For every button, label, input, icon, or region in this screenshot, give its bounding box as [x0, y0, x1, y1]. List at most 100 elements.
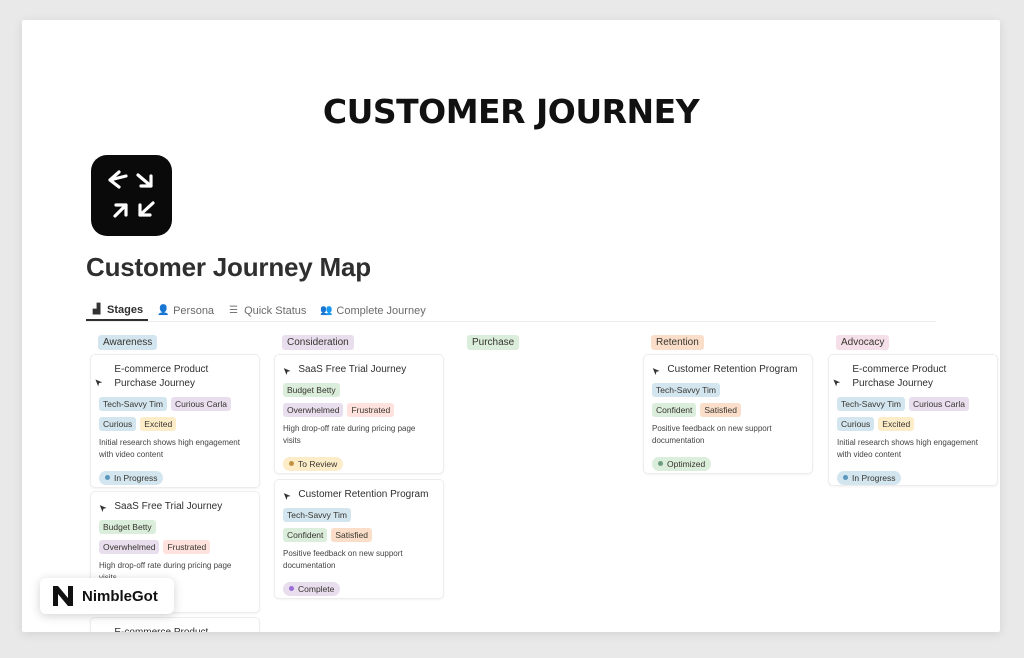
card-title: ➤ SaaS Free Trial Journey [96, 500, 251, 514]
column-header[interactable]: Purchase [467, 335, 520, 350]
emotion-tag: Overwhelmed [283, 403, 344, 417]
card-description: Positive feedback on new support documen… [652, 424, 772, 445]
checklist-icon: ☰ [229, 305, 239, 316]
card-description: Positive feedback on new support documen… [283, 549, 403, 570]
column-header[interactable]: Consideration [282, 335, 354, 350]
person-icon: 👤 [157, 305, 170, 316]
persona-tag: Curious Carla [909, 397, 969, 411]
persona-tags: Tech-Savvy Tim [652, 383, 804, 397]
card-title: ➤E-commerce Product Purchase Journey [92, 363, 251, 391]
card-title: ➤ Customer Retention Program [649, 363, 804, 377]
people-icon: 👥 [320, 305, 333, 316]
navigation-arrow-icon: ➤ [96, 500, 110, 514]
arrows-icon [91, 155, 172, 236]
emotion-tag: Overwhelmed [99, 540, 160, 554]
column-awareness: Awareness [92, 332, 264, 350]
tab-label: Stages [107, 303, 144, 316]
card-description: High drop-off rate during pricing page v… [283, 424, 416, 445]
emotion-tag: Satisfied [700, 403, 741, 417]
column-header[interactable]: Awareness [98, 335, 158, 350]
status-badge: Complete [283, 581, 341, 596]
nimblegot-badge: NimbleGot [40, 578, 174, 614]
persona-tag: Tech-Savvy Tim [652, 383, 720, 397]
emotion-tag: Curious [837, 417, 875, 431]
card-title-text: E-commerce Product Purchase Journey [114, 364, 209, 389]
emotion-tag: Frustrated [347, 403, 395, 417]
status-badge: In Progress [837, 470, 902, 485]
persona-tags: Tech-Savvy Tim Curious Carla [99, 397, 251, 411]
journey-card[interactable]: ➤E-commerce Product Purchase [90, 617, 260, 632]
tab-stages[interactable]: ▟ Stages [86, 300, 149, 321]
persona-tag: Curious Carla [171, 397, 231, 411]
card-title: ➤E-commerce Product Purchase [99, 626, 251, 632]
status-dot [105, 475, 110, 480]
navigation-arrow-icon: ➤ [280, 488, 294, 502]
status-dot [658, 461, 663, 466]
tab-persona[interactable]: 👤 Persona [152, 300, 219, 321]
persona-tags: Tech-Savvy Tim Curious Carla [837, 397, 989, 411]
card-title-text: E-commerce Product Purchase Journey [852, 364, 947, 389]
page-title: Customer Journey Map [86, 252, 371, 282]
status-dot [843, 475, 848, 480]
persona-tags: Budget Betty [283, 383, 435, 397]
column-header[interactable]: Advocacy [836, 335, 890, 350]
persona-tag: Tech-Savvy Tim [837, 397, 905, 411]
status-badge: In Progress [99, 470, 164, 485]
card-description: Initial research shows high engagement w… [837, 438, 978, 459]
emotion-tag: Confident [283, 528, 328, 542]
tab-label: Quick Status [244, 304, 307, 317]
nimblegot-logo-icon [53, 586, 73, 606]
persona-tag: Tech-Savvy Tim [283, 508, 351, 522]
tab-label: Complete Journey [336, 304, 426, 317]
card-title-text: SaaS Free Trial Journey [298, 364, 407, 375]
chart-icon: ▟ [92, 304, 101, 315]
emotion-tag: Excited [140, 417, 177, 431]
tab-label: Persona [173, 304, 215, 317]
tab-complete-journey[interactable]: 👥 Complete Journey [315, 300, 430, 321]
column-retention: Retention [645, 332, 817, 350]
status-label: Optimized [667, 458, 706, 469]
column-advocacy: Advocacy [830, 332, 1000, 350]
hero-title: CUSTOMER JOURNEY [322, 92, 700, 131]
column-purchase: Purchase [461, 332, 633, 350]
brand-name: NimbleGot [82, 587, 158, 605]
persona-tag: Tech-Savvy Tim [99, 397, 167, 411]
navigation-arrow-icon: ➤ [649, 363, 663, 377]
page-frame: CUSTOMER JOURNEY Customer Journey Map ▟ … [22, 20, 1000, 632]
view-tabs: ▟ Stages 👤 Persona ☰ Quick Status 👥 Comp… [86, 300, 936, 322]
status-badge: To Review [283, 456, 344, 471]
status-label: Complete [298, 583, 335, 594]
navigation-arrow-icon: ➤ [829, 375, 843, 389]
emotion-tag: Satisfied [331, 528, 372, 542]
persona-tag: Budget Betty [283, 383, 340, 397]
card-title: ➤ SaaS Free Trial Journey [280, 363, 435, 377]
navigation-arrow-icon: ➤ [91, 628, 115, 632]
persona-tags: Tech-Savvy Tim [283, 508, 435, 522]
status-label: In Progress [114, 472, 158, 483]
card-title-text: SaaS Free Trial Journey [114, 501, 223, 512]
emotion-tag: Frustrated [163, 540, 211, 554]
card-title: ➤ E-commerce Product Purchase Journey [830, 363, 989, 391]
navigation-arrow-icon: ➤ [280, 363, 294, 377]
persona-tag: Budget Betty [99, 520, 156, 534]
column-header[interactable]: Retention [651, 335, 704, 350]
card-description: High drop-off rate during pricing page v… [99, 561, 232, 582]
card-title: ➤Customer Retention Program [280, 488, 435, 502]
status-badge: Optimized [652, 456, 712, 471]
card-title-text: Customer Retention Program [667, 364, 798, 375]
tab-quick-status[interactable]: ☰ Quick Status [223, 300, 311, 321]
column-consideration: Consideration [276, 332, 448, 350]
emotion-tag: Confident [652, 403, 697, 417]
persona-tags: Budget Betty [99, 520, 251, 534]
